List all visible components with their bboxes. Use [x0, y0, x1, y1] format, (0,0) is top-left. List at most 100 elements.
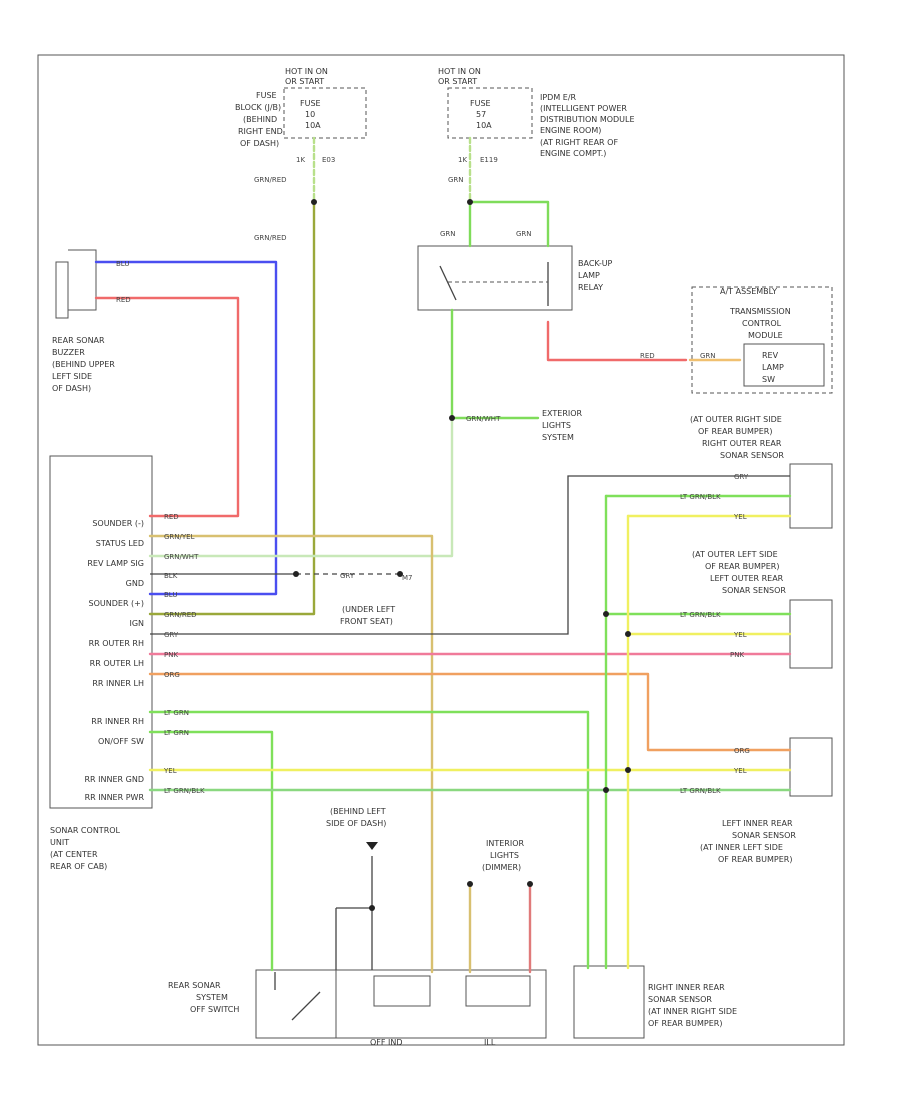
wire-label-blu-cu: BLU — [164, 591, 177, 599]
control-unit-pin-label: STATUS LED — [96, 539, 144, 548]
wire-grn-relay-coil — [468, 200, 550, 248]
left-inner-rear-sensor: LEFT INNER REAR SONAR SENSOR (AT INNER L… — [700, 737, 833, 864]
rear-sonar-buzzer: REAR SONAR BUZZER (BEHIND UPPER LEFT SID… — [52, 249, 115, 393]
wire-label-lt-grn-blk: LT GRN/BLK — [164, 787, 205, 795]
rir-label-1: RIGHT INNER REAR — [648, 983, 725, 992]
junction-dot — [467, 881, 473, 887]
wire-label-org: ORG — [164, 671, 180, 679]
ror-label-2: OF REAR BUMPER) — [698, 427, 772, 436]
relay-switch-arm — [439, 265, 457, 301]
lir-label-4: OF REAR BUMPER) — [718, 855, 792, 864]
fuse1-hot-label-2: OR START — [285, 77, 324, 86]
wire-label-pnk: PNK — [164, 651, 178, 659]
control-unit-pin-label: RR INNER RH — [91, 717, 144, 726]
control-unit-pin-label: IGN — [129, 619, 144, 628]
wire-label-red-tcm: RED — [640, 352, 655, 360]
wire-label-grn-2: GRN — [440, 230, 456, 238]
control-unit-pin-label: SOUNDER (+) — [89, 599, 144, 608]
interior-lights-dimmer: INTERIOR LIGHTS (DIMMER) — [482, 839, 525, 872]
ext-lights-label-2: LIGHTS — [542, 421, 571, 430]
switch-assembly-box — [255, 969, 547, 1039]
exterior-lights-system: EXTERIOR LIGHTS SYSTEM — [542, 409, 583, 442]
buzzer-label-4: LEFT SIDE — [52, 372, 92, 381]
wire-label-red: RED — [116, 296, 131, 304]
wire-label-grn-3: GRN — [516, 230, 532, 238]
ground1-id: M7 — [402, 574, 413, 582]
ground2-label-1: (BEHIND LEFT — [330, 807, 386, 816]
junction-dot — [397, 571, 403, 577]
buzzer-label-2: BUZZER — [52, 348, 85, 357]
control-unit-pin-label: RR INNER PWR — [85, 793, 145, 802]
tcm-inner-box — [743, 343, 825, 387]
junction-dot — [625, 631, 631, 637]
switch-label-2: SYSTEM — [196, 993, 228, 1002]
ext-lights-label-1: EXTERIOR — [542, 409, 583, 418]
relay-box — [417, 245, 573, 311]
junction-dot — [467, 199, 473, 205]
int-lights-label-2: LIGHTS — [490, 851, 519, 860]
control-unit-pin-label: RR INNER GND — [85, 775, 145, 784]
tcm-rev-label: REV — [762, 351, 779, 360]
wire-layer — [94, 136, 792, 974]
fuse2-hot-label-2: OR START — [438, 77, 477, 86]
fuse1-desc-3: (BEHIND — [243, 115, 277, 124]
fuse2-fuse-label: FUSE — [470, 99, 491, 108]
control-unit-label-2: UNIT — [50, 838, 69, 847]
wire-org — [148, 672, 792, 752]
right-outer-rear-sensor: (AT OUTER RIGHT SIDE OF REAR BUMPER) RIG… — [690, 415, 833, 529]
ror-label-4: SONAR SENSOR — [720, 451, 784, 460]
fuse1-box — [283, 87, 367, 139]
tcm-label-3: MODULE — [748, 331, 783, 340]
junction-dots — [293, 199, 631, 911]
wire-lt-grn-rh — [148, 710, 590, 970]
wire-labels: GRN/RED GRN/RED GRN GRN GRN BLU RED RED … — [116, 176, 750, 795]
wire-label-grn-wht: GRN/WHT — [466, 415, 501, 423]
wire-label-grn-yel: GRN/YEL — [164, 533, 195, 541]
buzzer-label-3: (BEHIND UPPER — [52, 360, 115, 369]
relay-label-3: RELAY — [578, 283, 603, 292]
fuse1-number: 10 — [305, 110, 315, 119]
wire-label-yel-ror: YEL — [733, 513, 747, 521]
wire-label-red-cu: RED — [164, 513, 179, 521]
wire-label-yel: YEL — [163, 767, 177, 775]
lor-label-2: OF REAR BUMPER) — [705, 562, 779, 571]
ground-behind-left-dash: (BEHIND LEFT SIDE OF DASH) — [326, 807, 386, 850]
junction-dot — [625, 767, 631, 773]
wire-grn-wht-cu — [148, 416, 454, 558]
control-unit-pin-label: RR OUTER LH — [90, 659, 144, 668]
junction-dot — [293, 571, 299, 577]
ground1-label-2: FRONT SEAT) — [340, 617, 393, 626]
rir-label-2: SONAR SENSOR — [648, 995, 712, 1004]
control-unit-pin-label: RR OUTER RH — [89, 639, 144, 648]
ror-label-1: (AT OUTER RIGHT SIDE — [690, 415, 782, 424]
ground2-label-2: SIDE OF DASH) — [326, 819, 386, 828]
ipdm-label-5: (AT RIGHT REAR OF — [540, 138, 618, 147]
tcm-outer-box — [691, 286, 833, 394]
ipdm-label-4: ENGINE ROOM) — [540, 126, 601, 135]
fuse1-fuse-label: FUSE — [300, 99, 321, 108]
lor-label-4: SONAR SENSOR — [722, 586, 786, 595]
ipdm-label-2: (INTELLIGENT POWER — [540, 104, 627, 113]
relay-label-2: LAMP — [578, 271, 600, 280]
int-lights-label-3: (DIMMER) — [482, 863, 521, 872]
buzzer-body — [55, 261, 69, 319]
junction-dot — [311, 199, 317, 205]
control-unit-pin-label: SOUNDER (-) — [92, 519, 144, 528]
fuse1-connector-2: E03 — [322, 156, 335, 164]
control-unit-label-3: (AT CENTER — [50, 850, 98, 859]
lir-label-2: SONAR SENSOR — [732, 831, 796, 840]
fuse2-amperage: 10A — [476, 121, 492, 130]
wire-label-lt-grn-2: LT GRN — [164, 729, 189, 737]
diagram-border — [37, 54, 845, 1046]
fuse1-desc-5: OF DASH) — [240, 139, 279, 148]
ror-sensor-box — [789, 463, 833, 529]
ext-lights-label-3: SYSTEM — [542, 433, 574, 442]
wire-red-buzzer — [94, 296, 240, 518]
control-unit-label-1: SONAR CONTROL — [50, 826, 121, 835]
lir-label-1: LEFT INNER REAR — [722, 819, 793, 828]
ipdm-label-1: IPDM E/R — [540, 93, 577, 102]
wire-label-grn: GRN — [448, 176, 464, 184]
wire-label-grn-wht-cu: GRN/WHT — [164, 553, 199, 561]
